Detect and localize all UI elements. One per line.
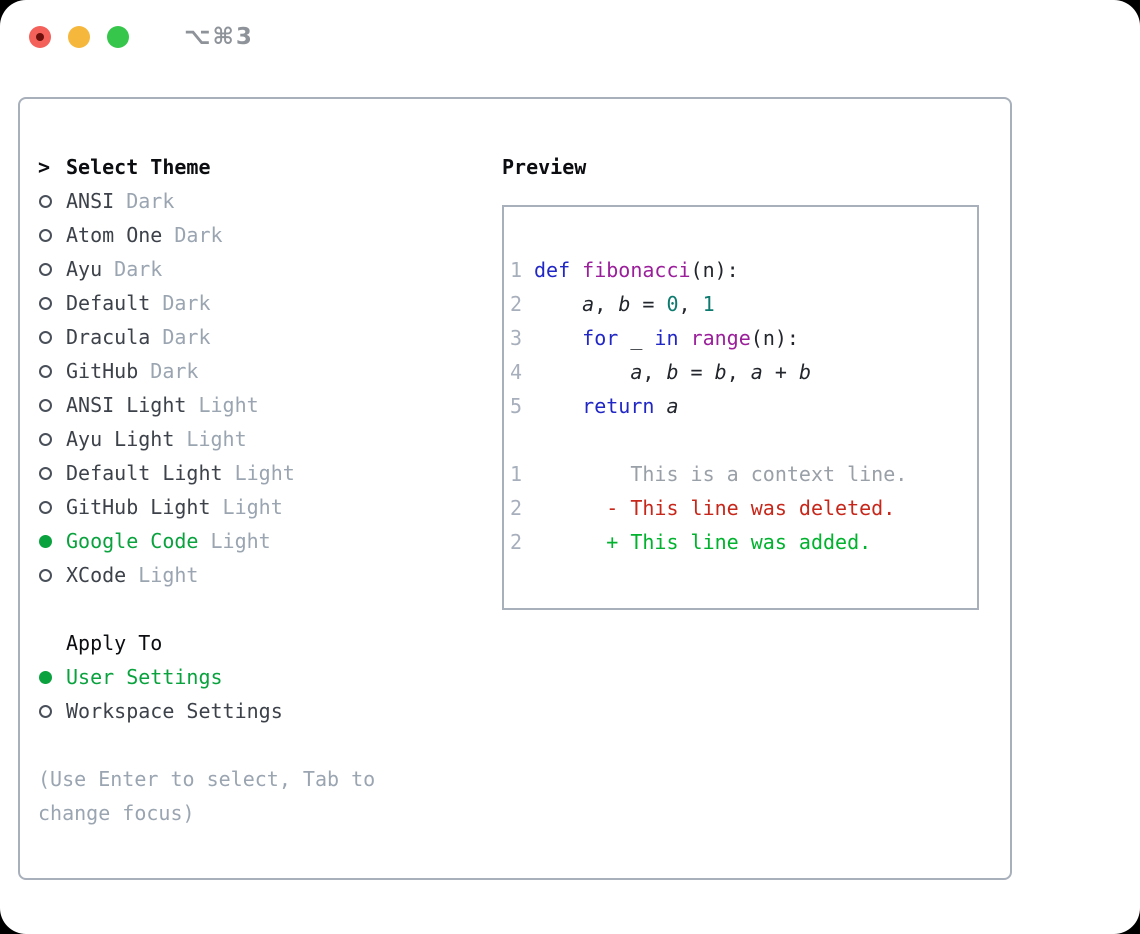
theme-option-atom-one[interactable]: Atom One Dark	[38, 218, 478, 252]
radio-icon	[38, 568, 66, 582]
option-variant-label: Dark	[150, 291, 211, 315]
radio-selected-icon	[38, 534, 66, 548]
option-label: ANSI	[66, 189, 115, 213]
code-line: 2 - This line was deleted.	[510, 491, 969, 525]
code-text: def fibonacci(n):	[534, 258, 739, 282]
theme-picker-header: > Select Theme	[38, 150, 478, 184]
radio-icon	[38, 194, 66, 208]
option-variant-label: Dark	[114, 189, 175, 213]
theme-option-github[interactable]: GitHub Dark	[38, 354, 478, 388]
theme-option-google-code[interactable]: Google Code Light	[38, 524, 478, 558]
option-label: Default	[66, 291, 151, 315]
code-line: 3 for _ in range(n):	[510, 321, 969, 355]
line-number: 2	[510, 496, 523, 520]
line-number: 2	[510, 292, 523, 316]
code-line: 2 + This line was added.	[510, 525, 969, 559]
hint-text: (Use Enter to select, Tab to change focu…	[38, 767, 376, 825]
minimize-button[interactable]	[68, 26, 90, 48]
code-line: 4 a, b = b, a + b	[510, 355, 969, 389]
theme-option-ansi[interactable]: ANSI Dark	[38, 184, 478, 218]
code-text: This is a context line.	[534, 462, 908, 486]
theme-option-ansi-light[interactable]: ANSI Light Light	[38, 388, 478, 422]
option-label: GitHub Light	[66, 495, 211, 519]
option-label: ANSI Light	[66, 393, 187, 417]
radio-icon	[38, 432, 66, 446]
line-number: 1	[510, 462, 523, 486]
code-line: 5 return a	[510, 389, 969, 423]
option-variant-label: Dark	[102, 257, 163, 281]
radio-icon	[38, 398, 66, 412]
option-label: Workspace Settings	[66, 699, 283, 723]
apply-option-workspace-settings[interactable]: Workspace Settings	[38, 694, 478, 728]
theme-option-ayu-light[interactable]: Ayu Light Light	[38, 422, 478, 456]
option-variant-label: Dark	[150, 325, 211, 349]
code-line: 1 This is a context line.	[510, 457, 969, 491]
window-title: ⌥⌘3	[184, 24, 254, 50]
theme-option-xcode[interactable]: XCode Light	[38, 558, 478, 592]
line-number: 4	[510, 360, 523, 384]
option-label: Ayu	[66, 257, 103, 281]
code-line: 1 def fibonacci(n):	[510, 253, 969, 287]
radio-icon	[38, 364, 66, 378]
line-number: 5	[510, 394, 523, 418]
code-text: - This line was deleted.	[606, 496, 896, 520]
radio-icon	[38, 500, 66, 514]
radio-icon	[38, 262, 66, 276]
radio-icon	[38, 330, 66, 344]
code-line: 2 a, b = 0, 1	[510, 287, 969, 321]
code-text: a, b = b, a + b	[630, 360, 811, 384]
option-variant-label: Light	[174, 427, 247, 451]
option-label: User Settings	[66, 665, 223, 689]
option-label: Dracula	[66, 325, 151, 349]
line-number	[510, 423, 534, 457]
option-variant-label: Dark	[162, 223, 223, 247]
option-variant-label: Light	[126, 563, 199, 587]
theme-option-default-light[interactable]: Default Light Light	[38, 456, 478, 490]
code-line	[510, 423, 969, 457]
option-variant-label: Light	[222, 461, 295, 485]
apply-to-title: Apply To	[66, 631, 163, 655]
line-number: 1	[510, 258, 523, 282]
radio-icon	[38, 704, 66, 718]
option-label: Google Code	[66, 529, 199, 553]
option-label: Ayu Light	[66, 427, 175, 451]
option-variant-label: Light	[186, 393, 259, 417]
apply-option-user-settings[interactable]: User Settings	[38, 660, 478, 694]
option-variant-label: Dark	[138, 359, 199, 383]
option-variant-label: Light	[198, 529, 271, 553]
option-label: Atom One	[66, 223, 163, 247]
option-label: GitHub	[66, 359, 139, 383]
code-text: for _ in range(n):	[582, 326, 799, 350]
cursor-icon: >	[38, 155, 51, 179]
line-number: 2	[510, 530, 523, 554]
code-text: + This line was added.	[606, 530, 872, 554]
line-number: 3	[510, 326, 523, 350]
theme-option-dracula[interactable]: Dracula Dark	[38, 320, 478, 354]
theme-option-ayu[interactable]: Ayu Dark	[38, 252, 478, 286]
titlebar: ⌥⌘3	[0, 0, 1140, 74]
theme-picker-title: Select Theme	[66, 155, 211, 179]
code-text: return a	[582, 394, 679, 418]
code-text: a, b = 0, 1	[582, 292, 715, 316]
radio-selected-icon	[38, 670, 66, 684]
theme-option-github-light[interactable]: GitHub Light Light	[38, 490, 478, 524]
theme-option-default[interactable]: Default Dark	[38, 286, 478, 320]
close-button[interactable]	[29, 26, 51, 48]
radio-icon	[38, 228, 66, 242]
preview-title: Preview	[502, 155, 587, 179]
option-label: XCode	[66, 563, 127, 587]
radio-icon	[38, 466, 66, 480]
option-label: Default Light	[66, 461, 223, 485]
radio-icon	[38, 296, 66, 310]
zoom-button[interactable]	[107, 26, 129, 48]
option-variant-label: Light	[210, 495, 283, 519]
apply-to-header: Apply To	[38, 626, 478, 660]
